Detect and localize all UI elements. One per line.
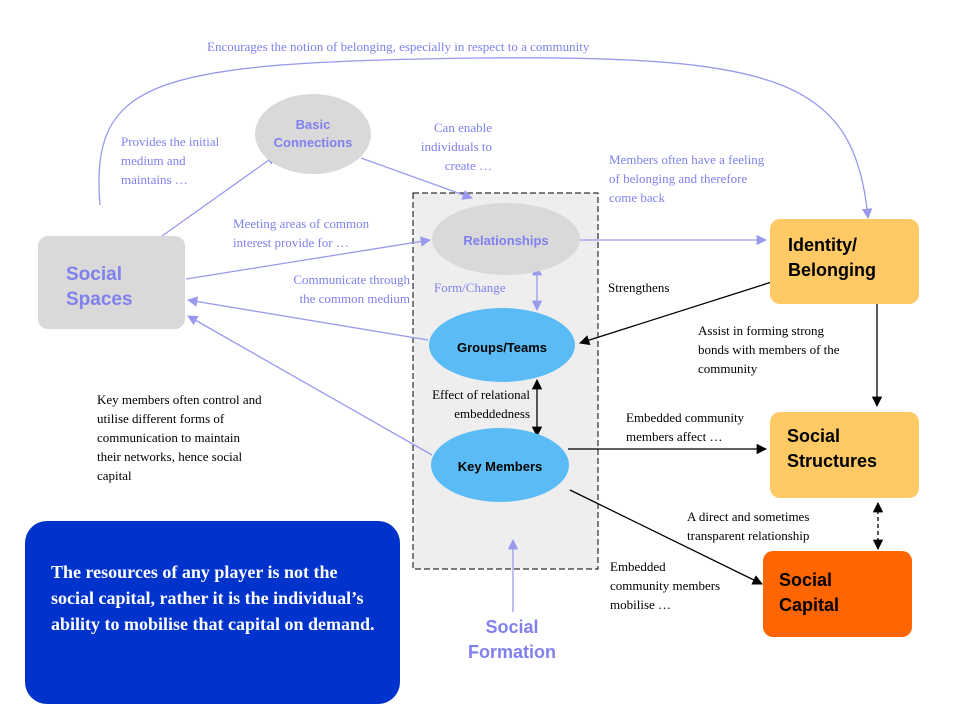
key-members-ellipse (431, 428, 569, 502)
social-spaces-label: Social Spaces (66, 264, 133, 310)
label-strengthens: Strengthens (608, 280, 670, 295)
label-meeting-areas: Meeting areas of common interest provide… (233, 216, 370, 250)
social-structures-box (770, 412, 919, 498)
label-members-often: Members often have a feeling of belongin… (609, 152, 765, 205)
arrow-identity-to-groups (579, 279, 779, 346)
arrow-spaces-to-basic (161, 154, 277, 237)
arrow-spaces-to-relationships (185, 236, 432, 280)
groups-teams-label: Groups/Teams (456, 339, 548, 355)
social-capital-box (763, 551, 912, 637)
callout-text: The resources of any player is not the s… (51, 562, 375, 634)
social-structures-label: Social Structures (787, 426, 878, 471)
label-form-change: Form/Change (434, 280, 506, 295)
social-spaces-box (38, 236, 185, 329)
label-can-enable: Can enable individuals to create … (420, 120, 492, 173)
callout-box: The resources of any player is not the s… (25, 521, 400, 704)
basic-connections-ellipse (255, 94, 371, 174)
label-embedded-affect: Embedded community members affect … (626, 410, 745, 444)
label-embedded-mobilise: Embedded community members mobilise … (610, 559, 721, 612)
label-encourages: Encourages the notion of belonging, espe… (207, 39, 590, 54)
arrow-basic-to-relationships (360, 157, 473, 200)
arrow-encourages-belonging (98, 57, 873, 220)
identity-belonging-label: Identity/ Belonging (788, 235, 876, 280)
label-key-members-control: Key members often control and utilise di… (97, 392, 262, 483)
social-capital-label: Social Capital (779, 570, 840, 615)
arrow-groups-to-spaces (186, 296, 429, 341)
arrow-keymembers-to-capital (569, 489, 763, 585)
relationships-label: Relationships (463, 232, 549, 248)
relationships-ellipse (432, 203, 580, 275)
arrow-keymembers-to-spaces (187, 315, 433, 456)
label-communicate-through: Communicate through the common medium (293, 272, 410, 306)
label-assist-forming: Assist in forming strong bonds with memb… (698, 323, 840, 376)
identity-belonging-box (770, 219, 919, 304)
label-effect-relational: Effect of relational embeddedness (432, 387, 530, 421)
label-provides-initial: Provides the initial medium and maintain… (121, 134, 220, 187)
basic-connections-label: Basic Connections (273, 117, 353, 150)
label-direct-relationship: A direct and sometimes transparent relat… (687, 509, 810, 543)
groups-teams-ellipse (429, 308, 575, 382)
key-members-label: Key Members (457, 458, 543, 474)
social-formation-label: Social Formation (468, 617, 556, 662)
